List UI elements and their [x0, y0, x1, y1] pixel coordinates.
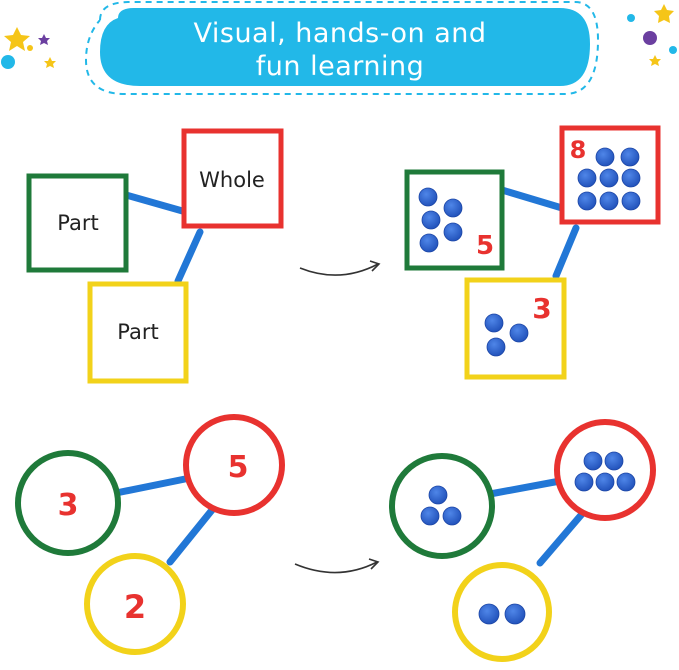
counter-dot — [418, 187, 438, 207]
part-circle-bottom — [452, 562, 552, 662]
counter-dot — [421, 210, 441, 230]
curved-arrow-icon — [299, 263, 379, 276]
star-icon — [649, 55, 661, 66]
dot-icon — [1, 55, 15, 69]
part-circle-left — [389, 453, 495, 559]
whole-counters — [574, 451, 636, 492]
dot-icon — [627, 14, 635, 22]
counter-dot — [616, 472, 636, 492]
connector — [552, 224, 580, 280]
arrowhead — [369, 260, 381, 272]
counter-dot — [577, 191, 597, 211]
counter-dot — [486, 337, 506, 357]
connector — [498, 186, 566, 212]
part-box-left — [26, 173, 129, 273]
counter-dot — [443, 198, 463, 218]
counter-dot — [420, 506, 440, 526]
part-left-number: 5 — [476, 231, 494, 261]
dot-icon — [669, 46, 677, 54]
part-circle-bottom — [84, 553, 186, 655]
part-left-number: 3 — [58, 488, 79, 523]
counter-dot — [419, 233, 439, 253]
square-template: Whole Part Part — [26, 128, 284, 384]
whole-circle — [183, 414, 285, 516]
counter-dot — [583, 451, 603, 471]
counter-dot — [621, 168, 641, 188]
counter-dot — [595, 147, 615, 167]
star-icon — [44, 57, 56, 68]
connector — [486, 477, 564, 498]
counter-dot — [478, 603, 500, 625]
connector — [112, 474, 194, 497]
star-icon — [4, 27, 30, 51]
part-bottom-counters — [478, 603, 526, 625]
counter-dot — [442, 506, 462, 526]
part-left-counters — [420, 485, 462, 526]
confetti-left — [1, 27, 56, 69]
counter-dot — [604, 451, 624, 471]
counter-dot — [504, 603, 526, 625]
whole-box — [181, 128, 284, 229]
banner-dashed-outline — [84, 1, 600, 95]
arrowhead — [368, 558, 380, 570]
part-bottom-number: 2 — [124, 588, 146, 626]
part-circle-left — [15, 450, 121, 556]
counter-dot — [574, 472, 594, 492]
circle-example — [389, 419, 656, 662]
counter-dot — [484, 313, 504, 333]
counter-dot — [577, 168, 597, 188]
connector — [536, 510, 586, 567]
dot-icon — [27, 45, 33, 51]
counter-dot — [620, 147, 640, 167]
star-icon — [38, 34, 50, 45]
connector — [174, 228, 204, 285]
confetti-right — [627, 4, 677, 66]
part-bottom-number: 3 — [532, 292, 551, 325]
banner-title-line-1: Visual, hands-on and — [193, 18, 487, 49]
part-label-left: Part — [57, 211, 98, 235]
counter-dot — [621, 191, 641, 211]
banner-title-line-2: fun learning — [255, 51, 425, 82]
whole-counters — [577, 147, 641, 211]
connector — [122, 191, 190, 216]
part-label-bottom: Part — [117, 320, 158, 344]
counter-dot — [599, 191, 619, 211]
counter-dot — [428, 485, 448, 505]
whole-circle — [554, 419, 656, 521]
counter-dot — [595, 472, 615, 492]
whole-number: 8 — [570, 136, 587, 164]
banner — [84, 1, 600, 95]
circle-template: 3 5 2 — [15, 414, 285, 655]
counter-dot — [599, 168, 619, 188]
part-left-counters — [418, 187, 463, 253]
dot-icon — [643, 31, 657, 45]
banner-shape — [100, 8, 590, 86]
connector — [166, 506, 216, 566]
part-bottom-counters — [484, 313, 529, 357]
square-example: 8 5 3 — [404, 125, 661, 380]
counter-dot — [509, 323, 529, 343]
curved-arrow-icon — [294, 561, 378, 574]
whole-label: Whole — [199, 168, 265, 192]
star-icon — [654, 4, 674, 23]
part-box-bottom — [87, 281, 189, 384]
whole-number: 5 — [228, 450, 249, 485]
counter-dot — [443, 222, 463, 242]
